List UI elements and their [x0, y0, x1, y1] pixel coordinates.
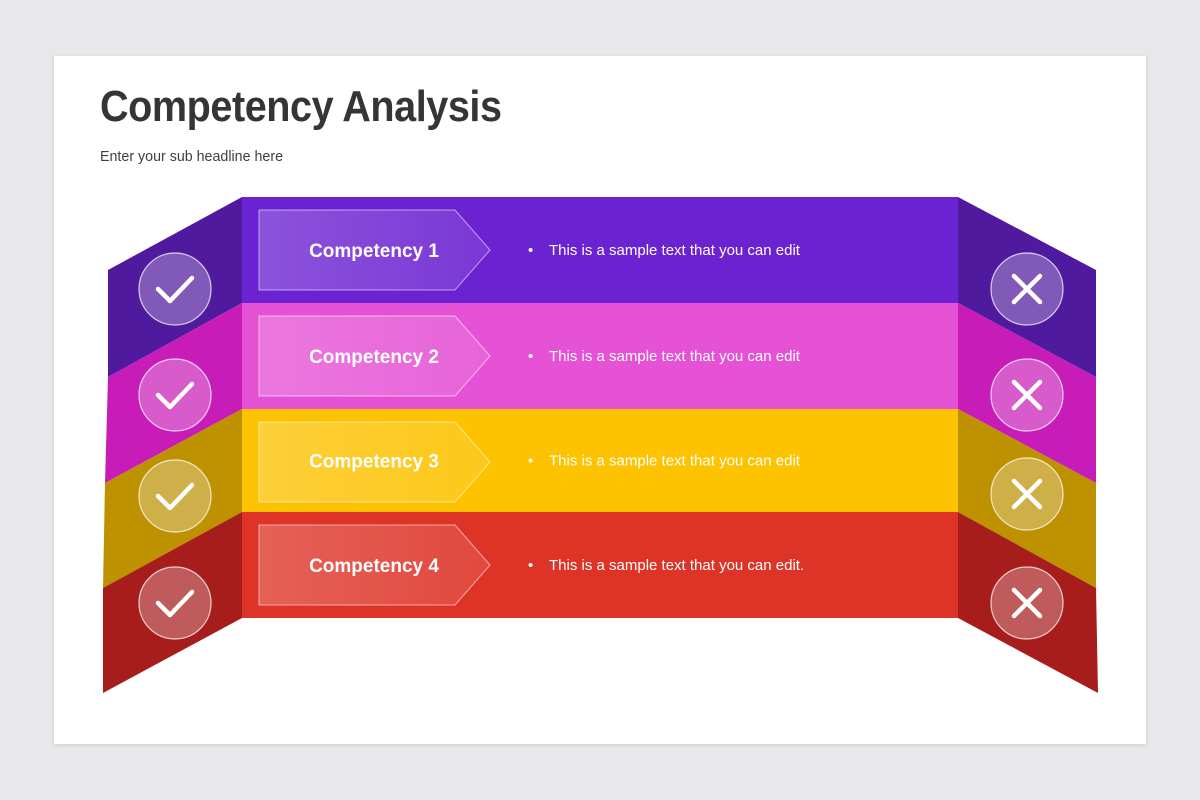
icon-circle	[138, 358, 212, 432]
slide-title: Competency Analysis	[100, 82, 502, 131]
left-side-panel	[103, 512, 242, 693]
check-icon	[138, 459, 212, 533]
icon-circle	[138, 252, 212, 326]
x-mark	[1011, 587, 1043, 619]
bullet: •	[528, 557, 533, 574]
check-mark	[155, 482, 195, 511]
row-description: This is a sample text that you can edit	[549, 242, 801, 259]
check-icon	[138, 566, 212, 640]
x-mark	[1011, 379, 1043, 411]
row-description: This is a sample text that you can edit	[549, 453, 801, 470]
competency-row: Competency 3 • This is a sample text that …	[103, 409, 1096, 588]
label-arrow	[258, 421, 491, 503]
label-arrow	[258, 524, 491, 606]
x-mark	[1011, 478, 1043, 510]
left-side-panel	[108, 197, 242, 377]
competency-label: Competency 2	[309, 347, 439, 368]
check-mark	[155, 589, 195, 618]
icon-circle	[138, 459, 212, 533]
check-icon	[138, 358, 212, 432]
check-mark	[155, 381, 195, 410]
competency-row: Competency 4 • This is a sample text that …	[103, 512, 1098, 693]
label-arrow	[258, 209, 491, 291]
bullet: •	[528, 242, 533, 259]
right-side-panel	[958, 409, 1096, 588]
label-arrow	[258, 315, 491, 397]
competency-row: Competency 1 • This is a sample text that …	[108, 197, 1096, 377]
competency-label: Competency 3	[309, 452, 439, 473]
bullet: •	[528, 453, 533, 470]
row-description: This is a sample text that you can edit.	[549, 557, 804, 574]
bullet: •	[528, 348, 533, 365]
check-mark	[155, 275, 195, 304]
row-description: This is a sample text that you can edit	[549, 348, 801, 365]
close-icon	[990, 252, 1064, 326]
close-icon	[990, 457, 1064, 531]
close-icon	[990, 358, 1064, 432]
left-side-panel	[105, 303, 242, 483]
check-icon	[138, 252, 212, 326]
close-icon	[990, 566, 1064, 640]
competency-label: Competency 1	[309, 241, 439, 262]
competency-label: Competency 4	[309, 556, 439, 577]
left-side-panel	[103, 409, 242, 588]
icon-circle	[138, 566, 212, 640]
x-mark	[1011, 273, 1043, 305]
slide-subtitle: Enter your sub headline here	[100, 148, 284, 165]
